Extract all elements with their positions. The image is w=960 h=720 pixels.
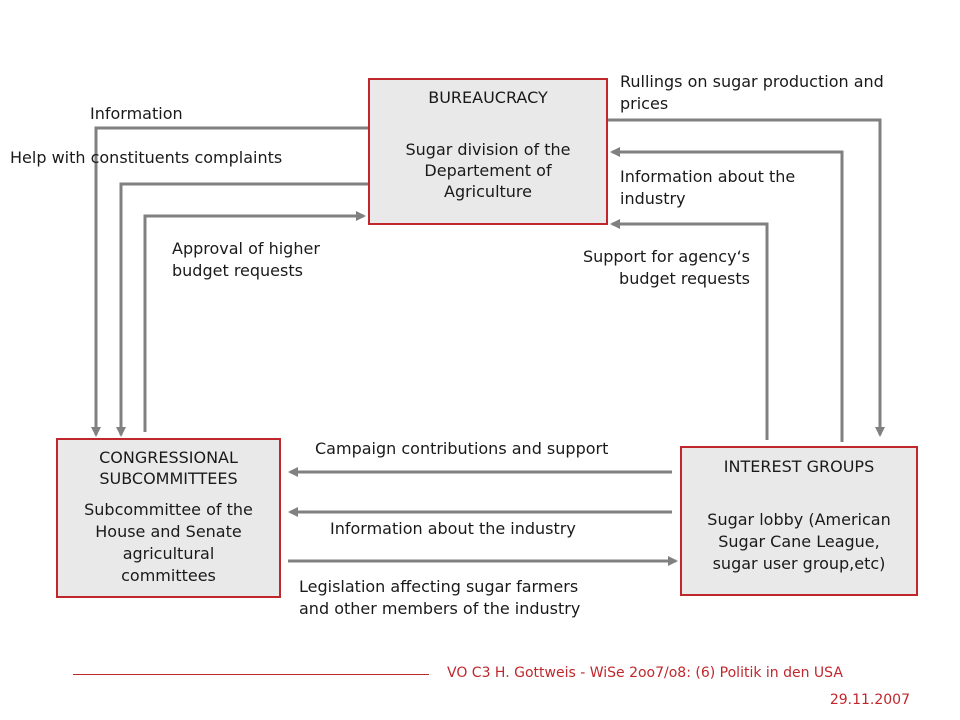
congress-title: CONGRESSIONAL SUBCOMMITTEES [99,448,238,488]
interest-groups-box: INTEREST GROUPS Sugar lobby (American Su… [680,446,918,596]
interest-groups-title: INTEREST GROUPS [723,457,875,476]
footer-course: VO C3 H. Gottweis - WiSe 2oo7/o8: (6) Po… [447,665,843,681]
label-support-agency: Support for agency‘s budget requests [582,247,750,288]
congress-description: Subcommittee of the House and Senate agr… [84,500,253,585]
label-info-industry-bottom: Information about the industry [330,519,576,538]
bureaucracy-description: Sugar division of the Departement of Agr… [405,140,571,201]
footer-divider [73,674,429,675]
arrow-help-complaints [116,182,368,437]
arrow-rullings [608,118,885,437]
footer-date: 29.11.2007 [829,692,910,708]
arrow-support-agency [610,219,769,440]
arrow-approval [143,211,366,432]
label-campaign: Campaign contributions and support [315,439,609,458]
congress-box: CONGRESSIONAL SUBCOMMITTEES Subcommittee… [56,438,281,598]
label-information: Information [90,104,183,123]
label-rullings: Rullings on sugar production and prices [620,72,884,113]
label-info-industry-top: Information about the industry [620,167,796,208]
bureaucracy-box: BUREAUCRACY Sugar division of the Depart… [368,78,608,225]
interest-groups-description: Sugar lobby (American Sugar Cane League,… [707,510,891,573]
label-approval: Approval of higher budget requests [172,239,320,280]
arrow-information [91,126,368,437]
label-legislation: Legislation affecting sugar farmers and … [299,577,581,618]
label-help-complaints: Help with constituents complaints [10,148,283,167]
bureaucracy-title: BUREAUCRACY [428,88,548,107]
arrow-info-industry-top [610,147,844,442]
